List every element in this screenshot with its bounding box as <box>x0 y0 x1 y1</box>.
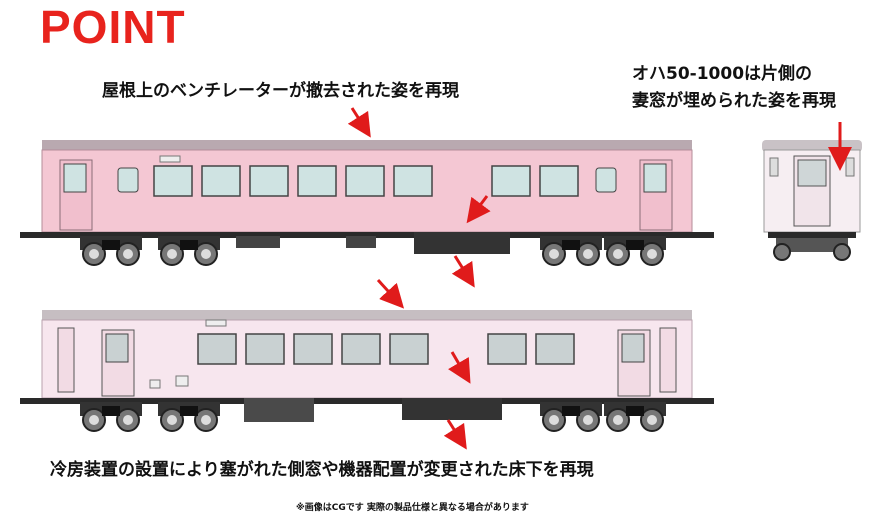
car2-roof <box>42 310 692 322</box>
end-window-caption-line1: オハ50-1000は片側の <box>632 64 813 84</box>
car-lower-pale <box>20 310 714 432</box>
car2-underfloor-equipment <box>244 398 314 422</box>
car-end-view <box>762 140 862 261</box>
car1-underfloor-equipment <box>414 232 510 254</box>
car2-windows <box>197 333 575 365</box>
end-window-caption-line2: 妻窓が埋められた姿を再現 <box>632 91 836 111</box>
roof-ventilator-caption: 屋根上のベンチレーターが撤去された姿を再現 <box>102 81 459 101</box>
red-arrow-icon <box>347 107 852 450</box>
car1-roof <box>42 140 692 152</box>
underfloor-caption: 冷房装置の設置により塞がれた側窓や機器配置が変更された床下を再現 <box>50 460 594 480</box>
cg-disclaimer-note: ※画像はCGです 実際の製品仕様と異なる場合があります <box>296 503 529 513</box>
point-title: POINT <box>40 1 186 53</box>
car1-windows <box>153 165 579 197</box>
car-upper-pink <box>20 140 714 266</box>
